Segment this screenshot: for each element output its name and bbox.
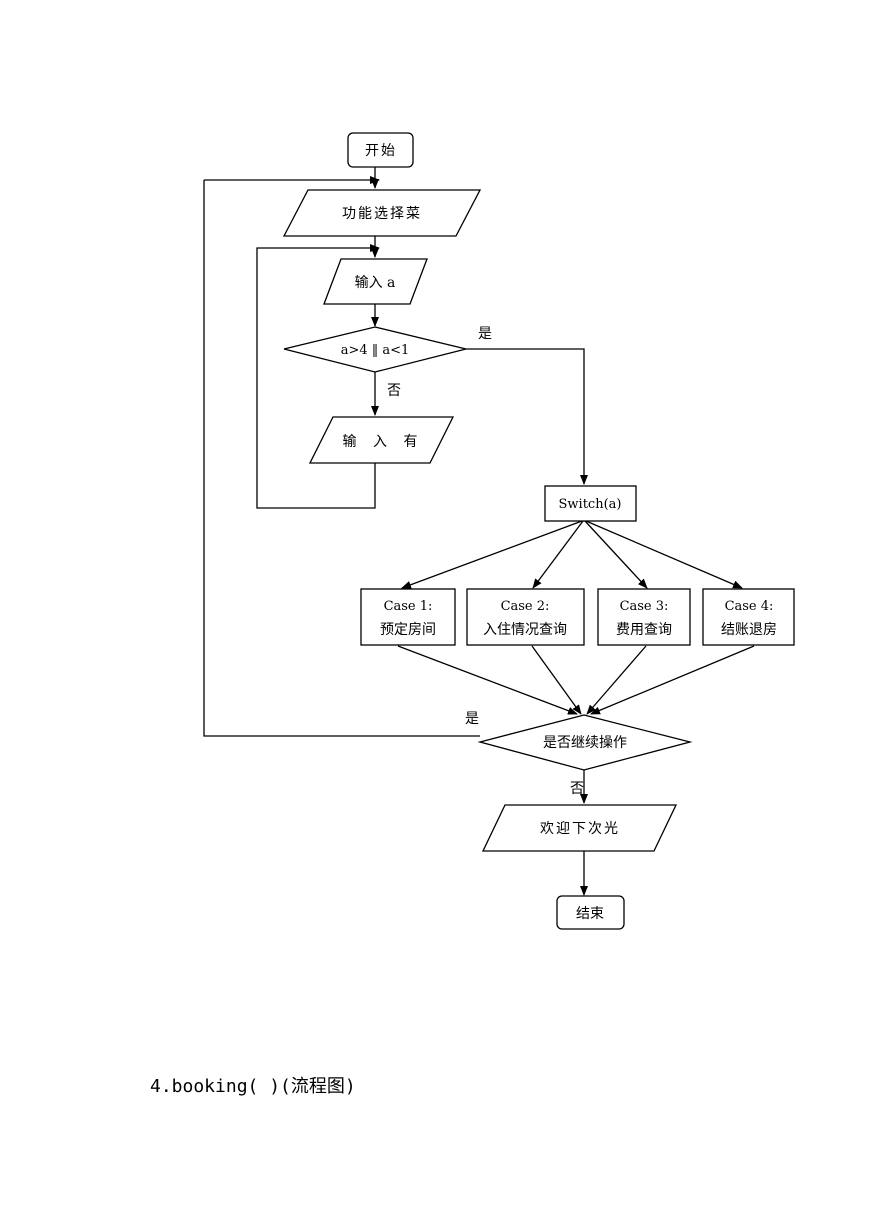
- farewell-node: 欢迎下次光: [481, 804, 678, 852]
- menu-label: 功能选择菜: [342, 206, 422, 222]
- condition-label: a>4 ‖ a<1: [341, 343, 410, 358]
- continue-no-label: 否: [570, 781, 584, 797]
- input-again-label: 输 入 有: [343, 434, 424, 450]
- edge-case3-continue: [586, 645, 647, 715]
- edge-case1-continue: [397, 645, 578, 715]
- case4-title: Case 4:: [725, 599, 774, 614]
- case4-text: 结账退房: [721, 622, 777, 638]
- edge-switch-case1: [401, 520, 583, 589]
- case3-node: Case 3: 费用查询: [597, 588, 691, 646]
- edge-switch-case2: [532, 520, 584, 589]
- switch-node: Switch(a): [544, 485, 637, 522]
- menu-node: 功能选择菜: [282, 189, 482, 237]
- condition-node: a>4 ‖ a<1: [283, 326, 467, 373]
- condition-no-label: 否: [387, 383, 401, 399]
- edge-case4-continue: [590, 645, 755, 715]
- edge-continue-yes-loop: [203, 180, 480, 737]
- edge-condition-yes: [466, 348, 588, 485]
- farewell-label: 欢迎下次光: [540, 821, 620, 837]
- input-a-node: 输入 a: [323, 258, 428, 305]
- input-a-label: 输入 a: [355, 275, 396, 291]
- case2-node: Case 2: 入住情况查询: [466, 588, 585, 646]
- input-again-node: 输 入 有: [308, 416, 455, 464]
- case1-node: Case 1: 预定房间: [360, 588, 456, 646]
- case3-title: Case 3:: [620, 599, 669, 614]
- case2-text: 入住情况查询: [483, 622, 567, 638]
- condition-yes-label: 是: [478, 326, 492, 342]
- case1-text: 预定房间: [380, 622, 436, 638]
- start-label: 开始: [365, 143, 397, 159]
- edge-reinput-loop: [256, 244, 380, 509]
- switch-label: Switch(a): [559, 497, 622, 512]
- start-node: 开始: [347, 132, 414, 168]
- continue-label: 是否继续操作: [543, 734, 627, 751]
- figure-caption: 4.booking( )(流程图): [150, 1076, 356, 1097]
- case1-title: Case 1:: [384, 599, 433, 614]
- edge-switch-case3: [584, 520, 648, 589]
- case2-title: Case 2:: [501, 599, 550, 614]
- case4-node: Case 4: 结账退房: [702, 588, 795, 646]
- edge-case2-continue: [531, 645, 582, 715]
- case3-text: 费用查询: [616, 622, 672, 638]
- edge-switch-case4: [585, 520, 743, 589]
- end-label: 结束: [576, 906, 604, 922]
- continue-yes-label: 是: [465, 711, 479, 727]
- connectors: [203, 167, 755, 896]
- end-node: 结束: [556, 895, 625, 930]
- continue-node: 是否继续操作: [477, 714, 693, 771]
